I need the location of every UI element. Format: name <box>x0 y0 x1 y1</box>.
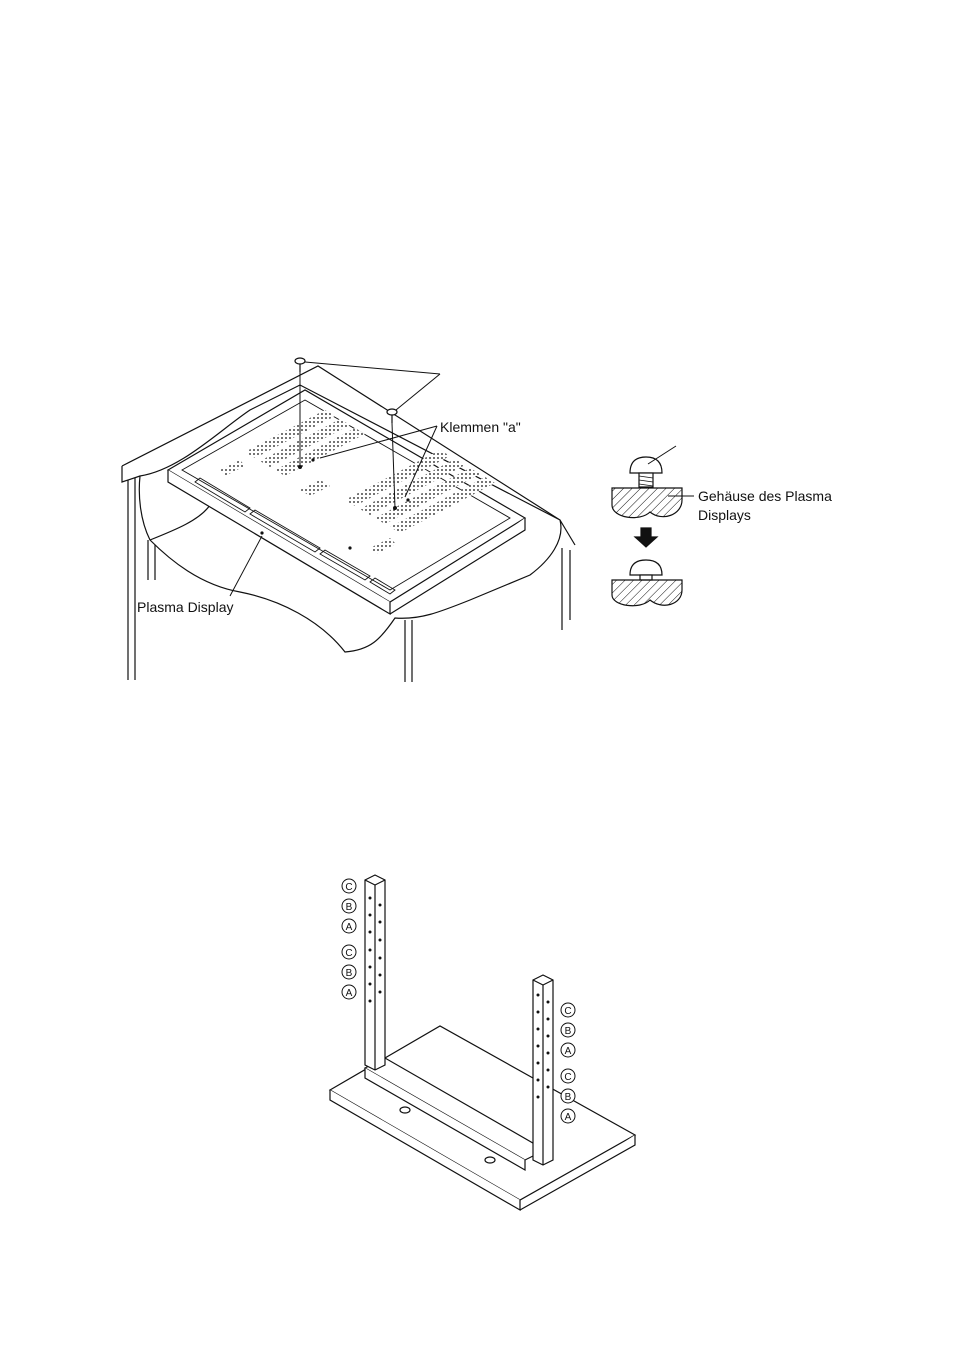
left-mark-3: A <box>346 922 353 933</box>
left-post-height-marks <box>342 879 356 999</box>
left-mark-1: C <box>345 882 352 893</box>
left-mark-6: A <box>346 988 353 999</box>
housing-label-line1: Gehäuse des Plasma <box>698 487 832 506</box>
housing-label-line2: Displays <box>698 506 751 525</box>
screw-detail-illustration <box>612 446 694 606</box>
left-mark-4: C <box>345 948 352 959</box>
right-mark-5: B <box>565 1092 572 1103</box>
left-mark-5: B <box>346 968 353 979</box>
clamps-a-label: Klemmen "a" <box>440 418 521 437</box>
plasma-display-label: Plasma Display <box>137 598 233 617</box>
right-mark-6: A <box>565 1112 572 1123</box>
right-mark-2: B <box>565 1026 572 1037</box>
right-mark-4: C <box>564 1072 571 1083</box>
right-mark-1: C <box>564 1006 571 1017</box>
right-mark-3: A <box>565 1046 572 1057</box>
stand-illustration <box>330 875 635 1210</box>
left-mark-2: B <box>346 902 353 913</box>
